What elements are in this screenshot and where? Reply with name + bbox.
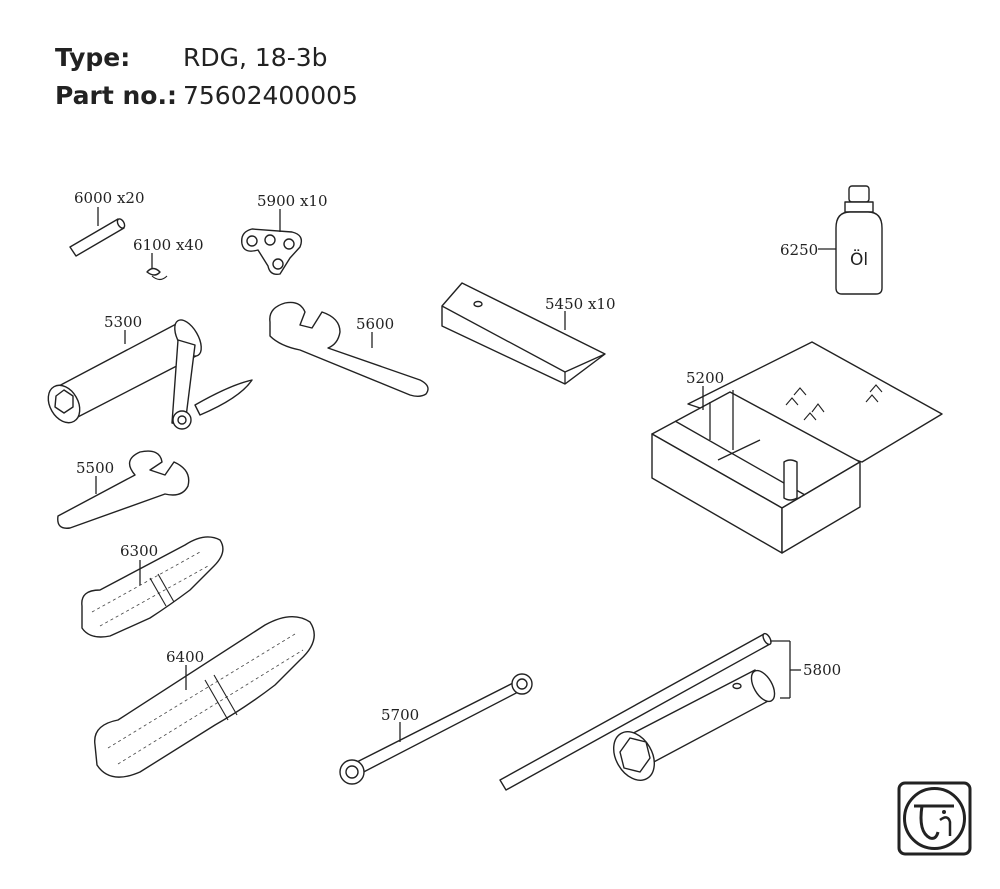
part-no-value: 75602400005 [183,81,358,110]
socket-wrench-icon [499,632,801,791]
clip-icon [146,253,168,281]
type-value: RDG, 18-3b [183,43,328,72]
open-wrench-icon [57,450,190,529]
label-6100: 6100 x40 [133,236,204,254]
label-5200: 5200 [686,369,724,387]
fein-logo [897,781,972,856]
type-label: Type: [55,43,131,72]
wedge-icon [441,282,606,385]
label-6000: 6000 x20 [74,189,145,207]
strap-icon [94,616,315,778]
label-5600: 5600 [356,315,394,333]
label-6300: 6300 [120,542,158,560]
oil-bottle-icon: Öl [818,185,883,295]
crank-handle-icon [47,319,253,430]
strap-icon [81,536,224,638]
part-no-label: Part no.: [55,81,177,110]
label-5450: 5450 x10 [545,295,616,313]
label-6400: 6400 [166,648,204,666]
label-5800: 5800 [803,661,841,679]
label-5900: 5900 x10 [257,192,328,210]
label-5500: 5500 [76,459,114,477]
tool-case-icon [651,341,943,554]
label-6250: 6250 [780,241,818,259]
pin-icon [69,207,126,257]
label-5300: 5300 [104,313,142,331]
chain-link-icon [241,209,303,276]
open-wrench-icon [269,301,429,397]
label-5700: 5700 [381,706,419,724]
ring-spanner-icon [339,673,533,785]
bottle-text: Öl [850,248,868,270]
